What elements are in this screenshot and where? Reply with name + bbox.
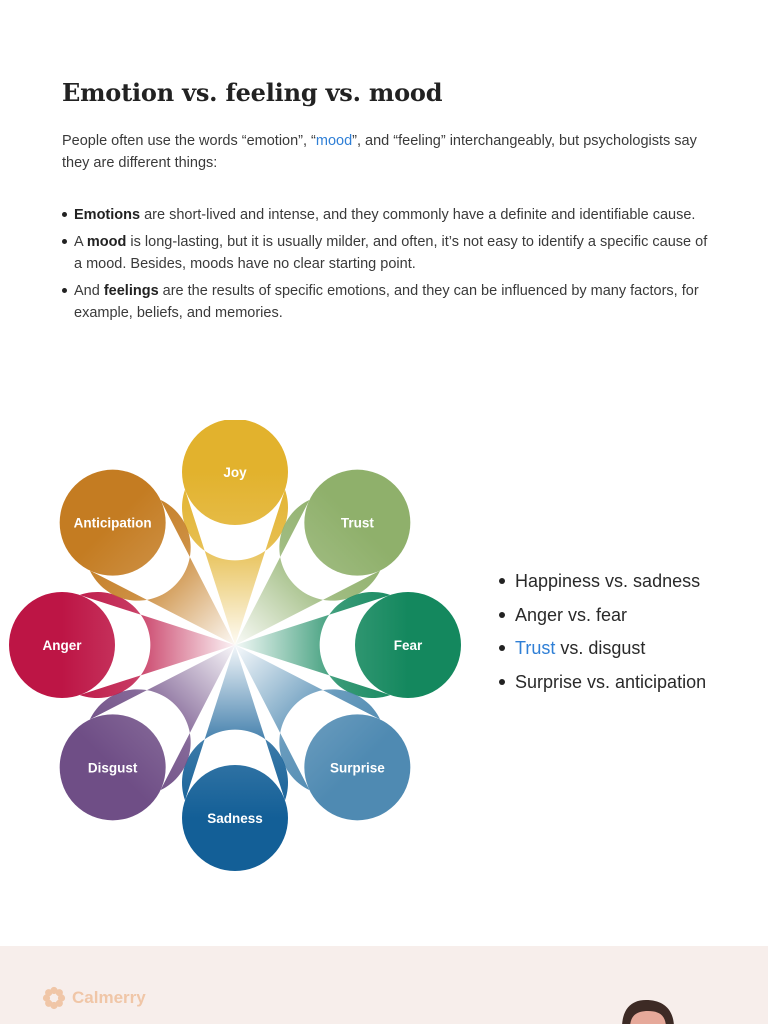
petal-shape bbox=[89, 645, 235, 791]
intro-text-start: People often use the words “emotion”, “ bbox=[62, 133, 316, 149]
definition-list: Emotions are short-lived and intense, an… bbox=[62, 204, 712, 329]
pair-item: Surprise vs. anticipation bbox=[499, 671, 706, 693]
petal-shape bbox=[89, 499, 235, 645]
trust-link[interactable]: Trust bbox=[515, 638, 556, 658]
definition-item-emotions: Emotions are short-lived and intense, an… bbox=[62, 204, 712, 226]
definition-item-feelings: And feelings are the results of specific… bbox=[62, 280, 712, 324]
logo-text: Calmerry bbox=[72, 988, 146, 1007]
emotion-petal-surprise: Surprise bbox=[235, 645, 411, 821]
emotion-petal-trust: Trust bbox=[235, 469, 411, 645]
footer-banner: Calmerry bbox=[0, 946, 768, 1024]
pair-item: Anger vs. fear bbox=[499, 604, 706, 626]
petal-shape bbox=[235, 499, 381, 645]
petal-circle bbox=[9, 592, 115, 698]
petal-label: Joy bbox=[223, 465, 247, 480]
emotion-petal-anticipation: Anticipation bbox=[59, 469, 235, 645]
petal-circle bbox=[182, 765, 288, 871]
definition-item-mood: A mood is long-lasting, but it is usuall… bbox=[62, 231, 712, 275]
intro-text-end: ”, and “feeling” interchangeably, but ps… bbox=[62, 133, 697, 171]
emotion-petal-sadness: Sadness bbox=[182, 645, 288, 871]
calmerry-logo[interactable]: Calmerry bbox=[42, 986, 146, 1010]
emotion-petal-fear: Fear bbox=[235, 592, 461, 698]
petal-circle bbox=[59, 714, 166, 821]
definition-text: are short-lived and intense, and they co… bbox=[140, 207, 696, 223]
petal-label: Anticipation bbox=[74, 516, 152, 531]
article-title: Emotion vs. feeling vs. mood bbox=[62, 78, 443, 107]
petal-shape bbox=[182, 645, 288, 801]
petal-circle bbox=[355, 592, 461, 698]
emotion-petal-anger: Anger bbox=[9, 592, 236, 698]
petal-circle bbox=[304, 714, 411, 821]
petal-label: Sadness bbox=[207, 811, 263, 826]
petal-shape bbox=[235, 645, 381, 791]
petal-circle bbox=[304, 469, 411, 576]
petal-circle bbox=[59, 469, 166, 576]
opposite-pairs-list: Happiness vs. sadness Anger vs. fear Tru… bbox=[499, 570, 706, 704]
pair-item: Trust vs. disgust bbox=[499, 637, 706, 659]
petal-shape bbox=[182, 489, 288, 645]
flower-icon bbox=[42, 986, 66, 1010]
petal-shape bbox=[79, 592, 236, 698]
petal-circle bbox=[182, 420, 288, 525]
definition-term: feelings bbox=[103, 283, 159, 299]
petal-label: Fear bbox=[394, 638, 423, 653]
mood-link[interactable]: mood bbox=[315, 133, 353, 149]
petal-label: Trust bbox=[341, 516, 375, 531]
emotion-petal-disgust: Disgust bbox=[59, 645, 235, 821]
definition-text: is long-lasting, but it is usually milde… bbox=[74, 234, 708, 272]
intro-paragraph: People often use the words “emotion”, “m… bbox=[62, 130, 712, 174]
definition-term: Emotions bbox=[74, 207, 141, 223]
petal-shape bbox=[235, 592, 391, 698]
petal-label: Disgust bbox=[88, 760, 138, 775]
definition-term: mood bbox=[86, 234, 127, 250]
petal-label: Anger bbox=[42, 638, 82, 653]
definition-text: are the results of specific emotions, an… bbox=[74, 283, 699, 321]
pair-item: Happiness vs. sadness bbox=[499, 570, 706, 592]
petal-label: Surprise bbox=[330, 760, 385, 775]
person-illustration bbox=[622, 1000, 674, 1024]
emotion-petal-joy: Joy bbox=[182, 420, 288, 645]
